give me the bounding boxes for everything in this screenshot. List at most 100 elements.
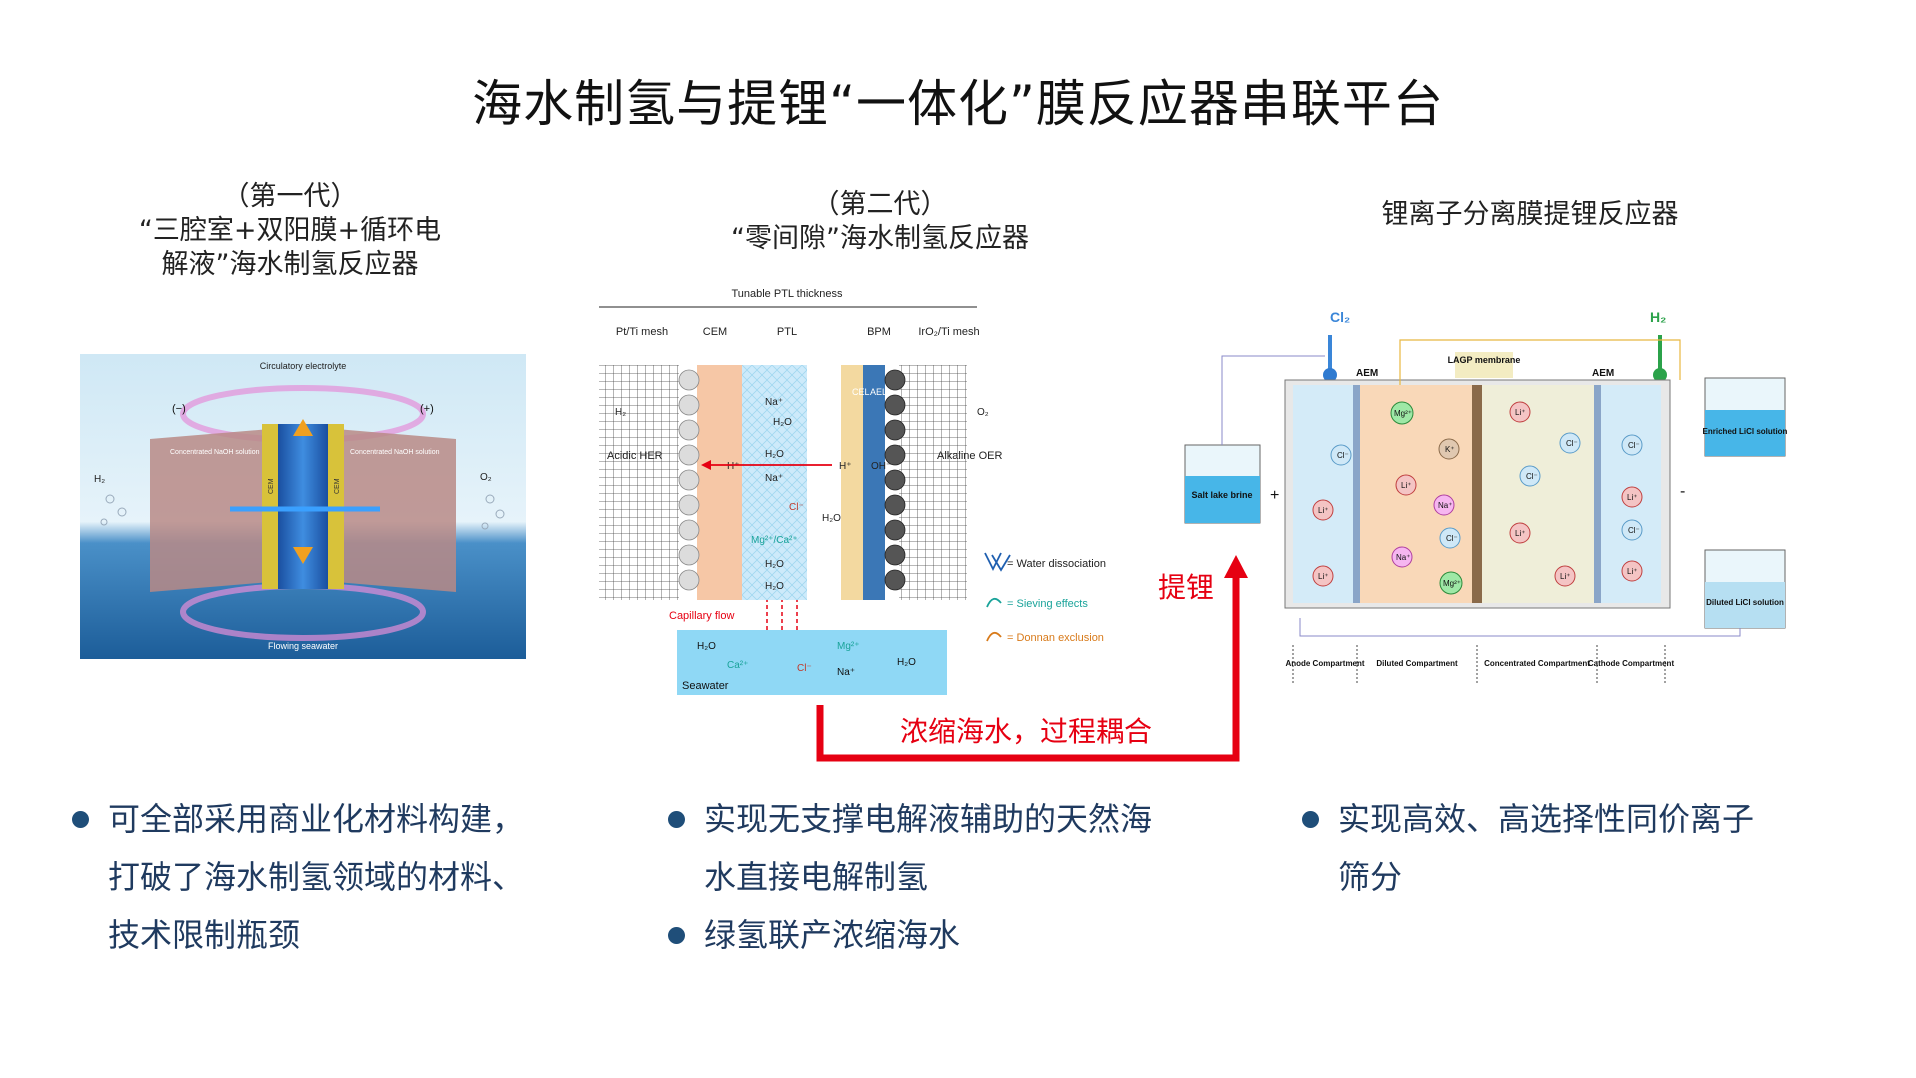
- bullet-dot: [668, 927, 685, 944]
- bullet1-line3: 技术限制瓶颈: [108, 916, 301, 954]
- diluted-label: Diluted LiCl solution: [1706, 598, 1784, 607]
- h2o-label-4: H₂O: [765, 559, 784, 570]
- h2o-label-1: H₂O: [773, 417, 792, 428]
- ptl-label: PTL: [777, 326, 797, 338]
- na-label: Na⁺: [765, 397, 783, 408]
- bullet1-line1: 可全部采用商业化材料构建，: [108, 800, 525, 838]
- salt-lake-label: Salt lake brine: [1191, 490, 1252, 500]
- gen1-heading: （第一代） “三腔室+双阳膜+循环电 解液”海水制氢反应器: [125, 180, 455, 282]
- gen1-line1: （第一代）: [222, 181, 358, 212]
- gen1-line2: “三腔室+双阳膜+循环电: [138, 215, 442, 246]
- alkaline-oer: Alkaline OER: [937, 450, 1002, 462]
- h2o-label-2: H₂O: [765, 449, 784, 460]
- bullet-dot: [668, 811, 685, 828]
- h2-label-g3: H₂: [1650, 309, 1666, 325]
- gen2-legend: = Water dissociation: [991, 554, 1011, 572]
- ir-mesh-label: IrO₂/Ti mesh: [918, 326, 979, 338]
- g3-ion-li-8: Li⁺: [1627, 567, 1637, 576]
- gen1-cem-left: CEM: [268, 478, 275, 494]
- page-title: 海水制氢与提锂“一体化”膜反应器串联平台: [472, 75, 1444, 133]
- bullet2-line1: 实现无支撑电解液辅助的天然海: [704, 800, 1153, 838]
- sea-cl: Cl⁻: [797, 663, 812, 674]
- aem2-label: AEM: [1592, 368, 1614, 379]
- acidic-her: Acidic HER: [607, 450, 663, 462]
- coupling-arrow: [816, 555, 1248, 762]
- o2-label: O₂: [977, 407, 989, 418]
- coupling-label: 浓缩海水，过程耦合: [900, 715, 1153, 748]
- gen1-right-sol: Concentrated NaOH solution: [350, 449, 440, 456]
- gen1-minus: (−): [172, 403, 186, 415]
- g3-ion-li-7: Li⁺: [1627, 493, 1637, 502]
- sea-ca: Ca²⁺: [727, 660, 748, 671]
- diluted-compartment: Diluted Compartment: [1376, 659, 1458, 668]
- pt-mesh-label: Pt/Ti mesh: [616, 326, 668, 338]
- gen1-line3: 解液”海水制氢反应器: [161, 249, 419, 280]
- cem-label: CEM: [703, 326, 727, 338]
- gen2-line1: （第二代）: [812, 189, 948, 220]
- gen1-top-label: Circulatory electrolyte: [260, 361, 347, 371]
- hplus-right: H⁺: [839, 461, 852, 472]
- cl2-label: Cl₂: [1330, 309, 1350, 325]
- g3-ion-cl-3: Cl⁻: [1566, 439, 1578, 448]
- enriched-label: Enriched LiCl solution: [1703, 427, 1788, 436]
- h2o-label-3: H₂O: [822, 513, 841, 524]
- plus-sign: +: [1270, 487, 1279, 504]
- gen1-h2-label: H₂: [94, 474, 105, 485]
- sea-h2o-1: H₂O: [697, 641, 716, 652]
- g3-ion-cl-2: Cl⁻: [1446, 534, 1458, 543]
- anode-compartment: Anode Compartment: [1285, 659, 1364, 668]
- g3-ion-k: K⁺: [1445, 445, 1455, 454]
- cel-label: CEL: [852, 387, 870, 397]
- legend-sieve-text: = Sieving effects: [1007, 598, 1088, 610]
- gen2-zero-gap-diagram: Tunable PTL thickness Pt/Ti mesh CEM PTL…: [599, 288, 1011, 695]
- g3-ion-cl-4: Cl⁻: [1526, 472, 1538, 481]
- bullets-col3: 实现高效、高选择性同价离子 筛分: [1302, 790, 1862, 906]
- g3-ion-li-3: Li⁺: [1401, 481, 1411, 490]
- gen1-left-sol: Concentrated NaOH solution: [170, 449, 260, 456]
- bullet2-line2: 水直接电解制氢: [704, 858, 929, 896]
- cathode-compartment: Cathode Compartment: [1588, 659, 1675, 668]
- h2-label: H₂: [615, 407, 626, 418]
- g3-ion-mg-2: Mg²⁺: [1443, 579, 1461, 588]
- capillary-label: Capillary flow: [669, 610, 734, 622]
- ael-label: AEL: [870, 387, 887, 397]
- gen1-plus: (+): [420, 403, 434, 415]
- tunable-label: Tunable PTL thickness: [731, 288, 843, 300]
- bpm-label: BPM: [867, 326, 891, 338]
- g3-ion-cl-1: Cl⁻: [1337, 451, 1349, 460]
- bullet-dot: [1302, 811, 1319, 828]
- na-label-2: Na⁺: [765, 473, 783, 484]
- bullets-col1: 可全部采用商业化材料构建， 打破了海水制氢领域的材料、 技术限制瓶颈: [72, 790, 632, 964]
- g3-ion-li-1: Li⁺: [1318, 506, 1328, 515]
- sea-na: Na⁺: [837, 667, 855, 678]
- sea-h2o-2: H₂O: [897, 657, 916, 668]
- gen2-heading: （第二代） “零间隙”海水制氢反应器: [700, 188, 1060, 256]
- g3-ion-na-2: Na⁺: [1396, 553, 1410, 562]
- bullet-dot: [72, 811, 89, 828]
- g3-ion-li-2: Li⁺: [1318, 572, 1328, 581]
- bullet4-line2: 筛分: [1338, 858, 1403, 896]
- g3-ion-mg-1: Mg²⁺: [1394, 409, 1412, 418]
- mgca-label: Mg²⁺/Ca²⁺: [751, 535, 798, 546]
- gen2-line2: “零间隙”海水制氢反应器: [731, 223, 1029, 254]
- oh-label: OH⁻: [871, 461, 891, 472]
- g3-ion-li-6: Li⁺: [1560, 572, 1570, 581]
- bullet3-line1: 绿氢联产浓缩海水: [704, 916, 961, 954]
- gen2-legend-box: = Water dissociation = Sieving effects =…: [984, 552, 1106, 644]
- h2o-label-5: H₂O: [765, 581, 784, 592]
- seawater-label: Seawater: [682, 680, 729, 692]
- g3-ion-cl-6: Cl⁻: [1628, 526, 1640, 535]
- aem1-label: AEM: [1356, 368, 1378, 379]
- bullet4-line1: 实现高效、高选择性同价离子: [1338, 800, 1755, 838]
- g3-ion-cl-5: Cl⁻: [1628, 441, 1640, 450]
- concentrated-compartment: Concentrated Compartment: [1484, 659, 1590, 668]
- bullet1-line2: 打破了海水制氢领域的材料、: [108, 858, 525, 896]
- minus-sign: -: [1680, 483, 1685, 500]
- gen3-li-reactor-diagram: Cl₂ H₂ AEM LAGP membrane AEM Salt lake b…: [1184, 309, 1788, 685]
- g3-ion-li-5: Li⁺: [1515, 529, 1525, 538]
- gen3-heading: 锂离子分离膜提锂反应器: [1381, 199, 1679, 230]
- lagp-label: LAGP membrane: [1448, 355, 1521, 365]
- sea-mg: Mg²⁺: [837, 641, 860, 652]
- legend-water-text: = Water dissociation: [1007, 558, 1106, 570]
- gen1-bottom-label: Flowing seawater: [268, 641, 338, 651]
